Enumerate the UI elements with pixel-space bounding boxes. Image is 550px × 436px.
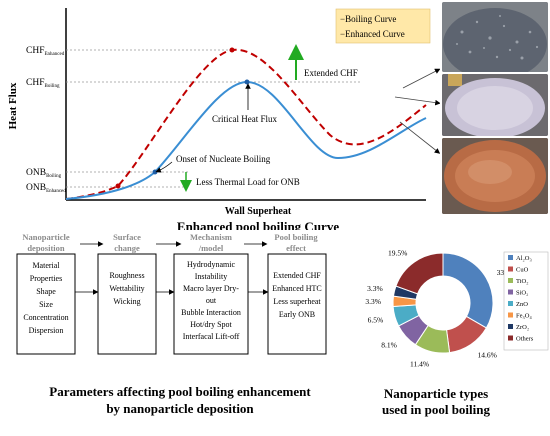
donut-label-others: 19.5% xyxy=(388,248,407,257)
legend-swatch-al2o3 xyxy=(508,255,513,260)
legend-swatch-zno xyxy=(508,301,513,306)
legend-label-sio2: SiO₂ xyxy=(516,290,528,297)
header-pool-1: Pool boiling xyxy=(274,232,318,242)
box-pool-line: Early ONB xyxy=(279,310,315,319)
box-mechanism-line: Instability xyxy=(195,272,227,281)
bottom-panel: Nanoparticle deposition Surface change M… xyxy=(16,232,549,417)
donut-slice-others xyxy=(395,252,444,295)
onset-label: Onset of Nucleate Boiling xyxy=(176,154,271,164)
box-mechanism-line: out xyxy=(206,296,217,305)
donut-label-fe3o4: 3.3% xyxy=(365,297,381,306)
chf-enhanced-point xyxy=(229,47,235,53)
onb-enhanced-label: ONBEnhanced xyxy=(26,183,66,194)
legend-label-tio2: TiO₂ xyxy=(516,278,529,285)
donut-legend: Al₂O₃ CuO TiO₂ SiO₂ ZnO Fe₃O₄ ZrO₂ Others xyxy=(508,255,534,343)
donut-caption-line2: used in pool boiling xyxy=(382,402,491,417)
box-nanoparticle-line: Size xyxy=(39,300,53,309)
y-axis-label: Heat Flux xyxy=(7,82,19,129)
box-pool xyxy=(267,253,327,355)
box-surface xyxy=(97,253,157,355)
extended-chf-label: Extended CHF xyxy=(304,68,358,78)
donut-label-tio2: 11.4% xyxy=(410,359,429,368)
curve-legend-box xyxy=(335,8,431,44)
box-pool-line: Extended CHF xyxy=(273,271,321,280)
legend-swatch-fe3o4 xyxy=(508,312,513,318)
chf-boiling-point xyxy=(244,79,250,85)
box-nanoparticle-line: Shape xyxy=(36,287,56,296)
legend-label-zno: ZnO xyxy=(516,301,528,308)
onb-boiling-point xyxy=(152,169,158,175)
legend-swatch-zro2 xyxy=(508,324,513,329)
box-surface-line: Wettability xyxy=(109,284,144,293)
legend-label-zro2: ZrO₂ xyxy=(516,324,529,331)
legend-label-al2o3: Al₂O₃ xyxy=(516,255,532,262)
legend-label-fe3o4: Fe₃O₄ xyxy=(516,313,532,320)
legend-swatch-tio2 xyxy=(508,278,513,283)
surface-photo-coated xyxy=(442,74,548,136)
box-pool-line: Enhanced HTC xyxy=(272,284,322,293)
legend-label-cuo: CuO xyxy=(516,267,529,274)
flow-headers: Nanoparticle deposition Surface change M… xyxy=(22,232,318,253)
header-surface-1: Surface xyxy=(113,232,141,242)
nanoparticle-donut-chart xyxy=(392,252,494,354)
header-surface-2: change xyxy=(114,243,140,253)
box-nanoparticle-line: Properties xyxy=(30,274,62,283)
enhanced-curve xyxy=(65,48,427,200)
donut-caption-line1: Nanoparticle types xyxy=(384,386,488,401)
header-mechanism-2: /model xyxy=(198,243,224,253)
header-nanoparticle-2: deposition xyxy=(27,243,65,253)
box-surface-line: Wicking xyxy=(113,297,140,306)
box-nanoparticle-line: Dispersion xyxy=(29,326,64,335)
donut-label-zno: 6.5% xyxy=(368,316,384,325)
connector-bottom xyxy=(399,121,440,154)
curve-caption: Enhanced pool boiling Curve xyxy=(177,219,339,230)
header-pool-2: effect xyxy=(286,243,306,253)
boiling-curve-chart: Heat Flux CHFEnhanced CHFBoiling ONBBoil… xyxy=(7,8,440,230)
legend-enhanced: −Enhanced Curve xyxy=(340,29,405,39)
connector-top xyxy=(402,68,440,89)
chf-enhanced-label: CHFEnhanced xyxy=(26,46,65,57)
box-mechanism-line: Hot/dry Spot xyxy=(190,320,232,329)
box-mechanism-line: Bubble Interaction xyxy=(181,308,241,317)
box-mechanism-line: Hydrodynamic xyxy=(187,260,235,269)
less-thermal-label: Less Thermal Load for ONB xyxy=(196,177,300,187)
box-surface-line: Roughness xyxy=(109,271,144,280)
box-mechanism-line: Interfacal Lift-off xyxy=(183,332,240,341)
critical-heat-flux-label: Critical Heat Flux xyxy=(212,114,277,124)
onb-enhanced-point xyxy=(115,183,121,189)
donut-label-cuo: 14.6% xyxy=(478,350,497,359)
box-nanoparticle-line: Concentration xyxy=(23,313,68,322)
legend-boiling: −Boiling Curve xyxy=(340,14,396,24)
header-nanoparticle-1: Nanoparticle xyxy=(22,232,69,242)
box-mechanism-line: Macro layer Dry- xyxy=(183,284,239,293)
legend-label-others: Others xyxy=(516,336,534,343)
connector-middle xyxy=(394,96,440,106)
donut-label-zro2: 3.3% xyxy=(367,284,383,293)
header-mechanism-1: Mechanism xyxy=(190,232,232,242)
donut-slice-al2o3 xyxy=(442,252,494,329)
flow-caption-line2: by nanoparticle deposition xyxy=(106,401,254,416)
flow-caption-line1: Parameters affecting pool boiling enhanc… xyxy=(49,384,311,399)
box-mechanism xyxy=(173,253,249,355)
donut-label-sio2: 8.1% xyxy=(381,340,397,349)
x-axis-label: Wall Superheat xyxy=(225,206,292,217)
surface-photo-copper xyxy=(442,138,548,214)
onb-boiling-label: ONBBoiling xyxy=(26,168,62,179)
box-nanoparticle xyxy=(16,253,76,355)
onset-pointer xyxy=(155,161,173,173)
legend-swatch-sio2 xyxy=(508,289,513,295)
legend-swatch-others xyxy=(508,335,513,341)
surface-photo-nanoparticle xyxy=(442,2,548,72)
box-pool-line: Less superheat xyxy=(273,297,321,306)
legend-swatch-cuo xyxy=(508,266,513,272)
box-nanoparticle-line: Material xyxy=(32,261,60,270)
chf-boiling-label: CHFBoiling xyxy=(26,78,60,89)
